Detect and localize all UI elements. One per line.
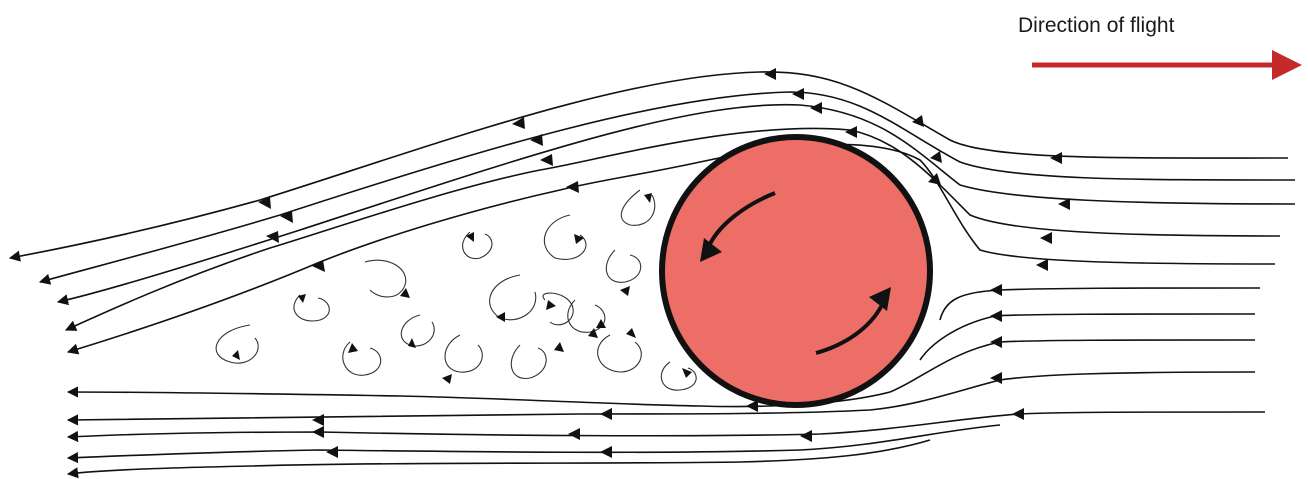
eddy-arrowhead [546,300,556,310]
eddy-arrowhead [496,312,505,322]
eddy-arrowhead [644,193,652,203]
streamline-arrowhead [1040,232,1052,244]
direction-of-flight-label: Direction of flight [1018,14,1174,38]
streamline-arrowhead [1050,152,1062,164]
streamline-arrowhead [312,414,324,426]
eddy [598,335,642,372]
eddy [365,260,406,297]
streamline [940,288,1260,320]
streamline-arrowhead [600,446,612,458]
eddy-arrowhead [620,286,630,296]
streamline [920,314,1255,360]
streamline [68,440,930,474]
eddy-arrowhead [408,338,416,348]
streamline-arrowhead [1012,408,1024,420]
streamline [68,412,1265,437]
streamline-arrowhead [600,408,612,420]
streamline-arrowhead [845,126,857,138]
eddy [490,275,536,320]
streamline [68,425,1000,458]
eddy [661,362,696,390]
eddy [606,250,640,282]
eddy [511,345,546,378]
streamline-arrowhead [800,430,812,442]
streamline-arrowhead [990,310,1002,322]
streamline-arrowhead [326,446,338,458]
airflow-streamlines [10,68,1295,474]
streamline-arrowhead [792,88,804,100]
streamline-arrowhead [990,336,1002,348]
eddy-arrowhead [466,232,474,242]
eddy [294,295,329,321]
streamline-arrowhead [1036,259,1048,271]
eddy-arrowhead [232,350,240,360]
streamline-arrowhead [990,284,1002,296]
streamline [10,72,1288,258]
eddy-arrowhead [348,343,358,353]
streamline-arrowhead [912,115,924,127]
streamline-arrowhead [530,134,543,146]
streamline-arrowhead [540,154,553,166]
eddy-arrowhead [574,234,584,244]
streamline-arrowhead [566,181,579,193]
streamline-arrowhead [810,102,822,114]
streamline-arrowhead [1058,198,1070,210]
eddy-arrowhead [554,342,564,352]
eddy-arrowhead [400,288,410,298]
spinning-ball [662,137,930,405]
streamline-arrowhead [930,151,942,163]
eddy [445,335,482,372]
streamline-arrowhead [764,68,776,80]
eddy [401,315,434,346]
streamline-arrowhead [312,426,324,438]
eddy-arrowhead [442,374,452,384]
direction-of-flight-arrow [1032,50,1302,80]
eddy [343,342,381,375]
streamline-arrowhead [266,231,279,243]
streamline-arrowhead [568,428,580,440]
eddy-arrowhead [626,328,636,338]
